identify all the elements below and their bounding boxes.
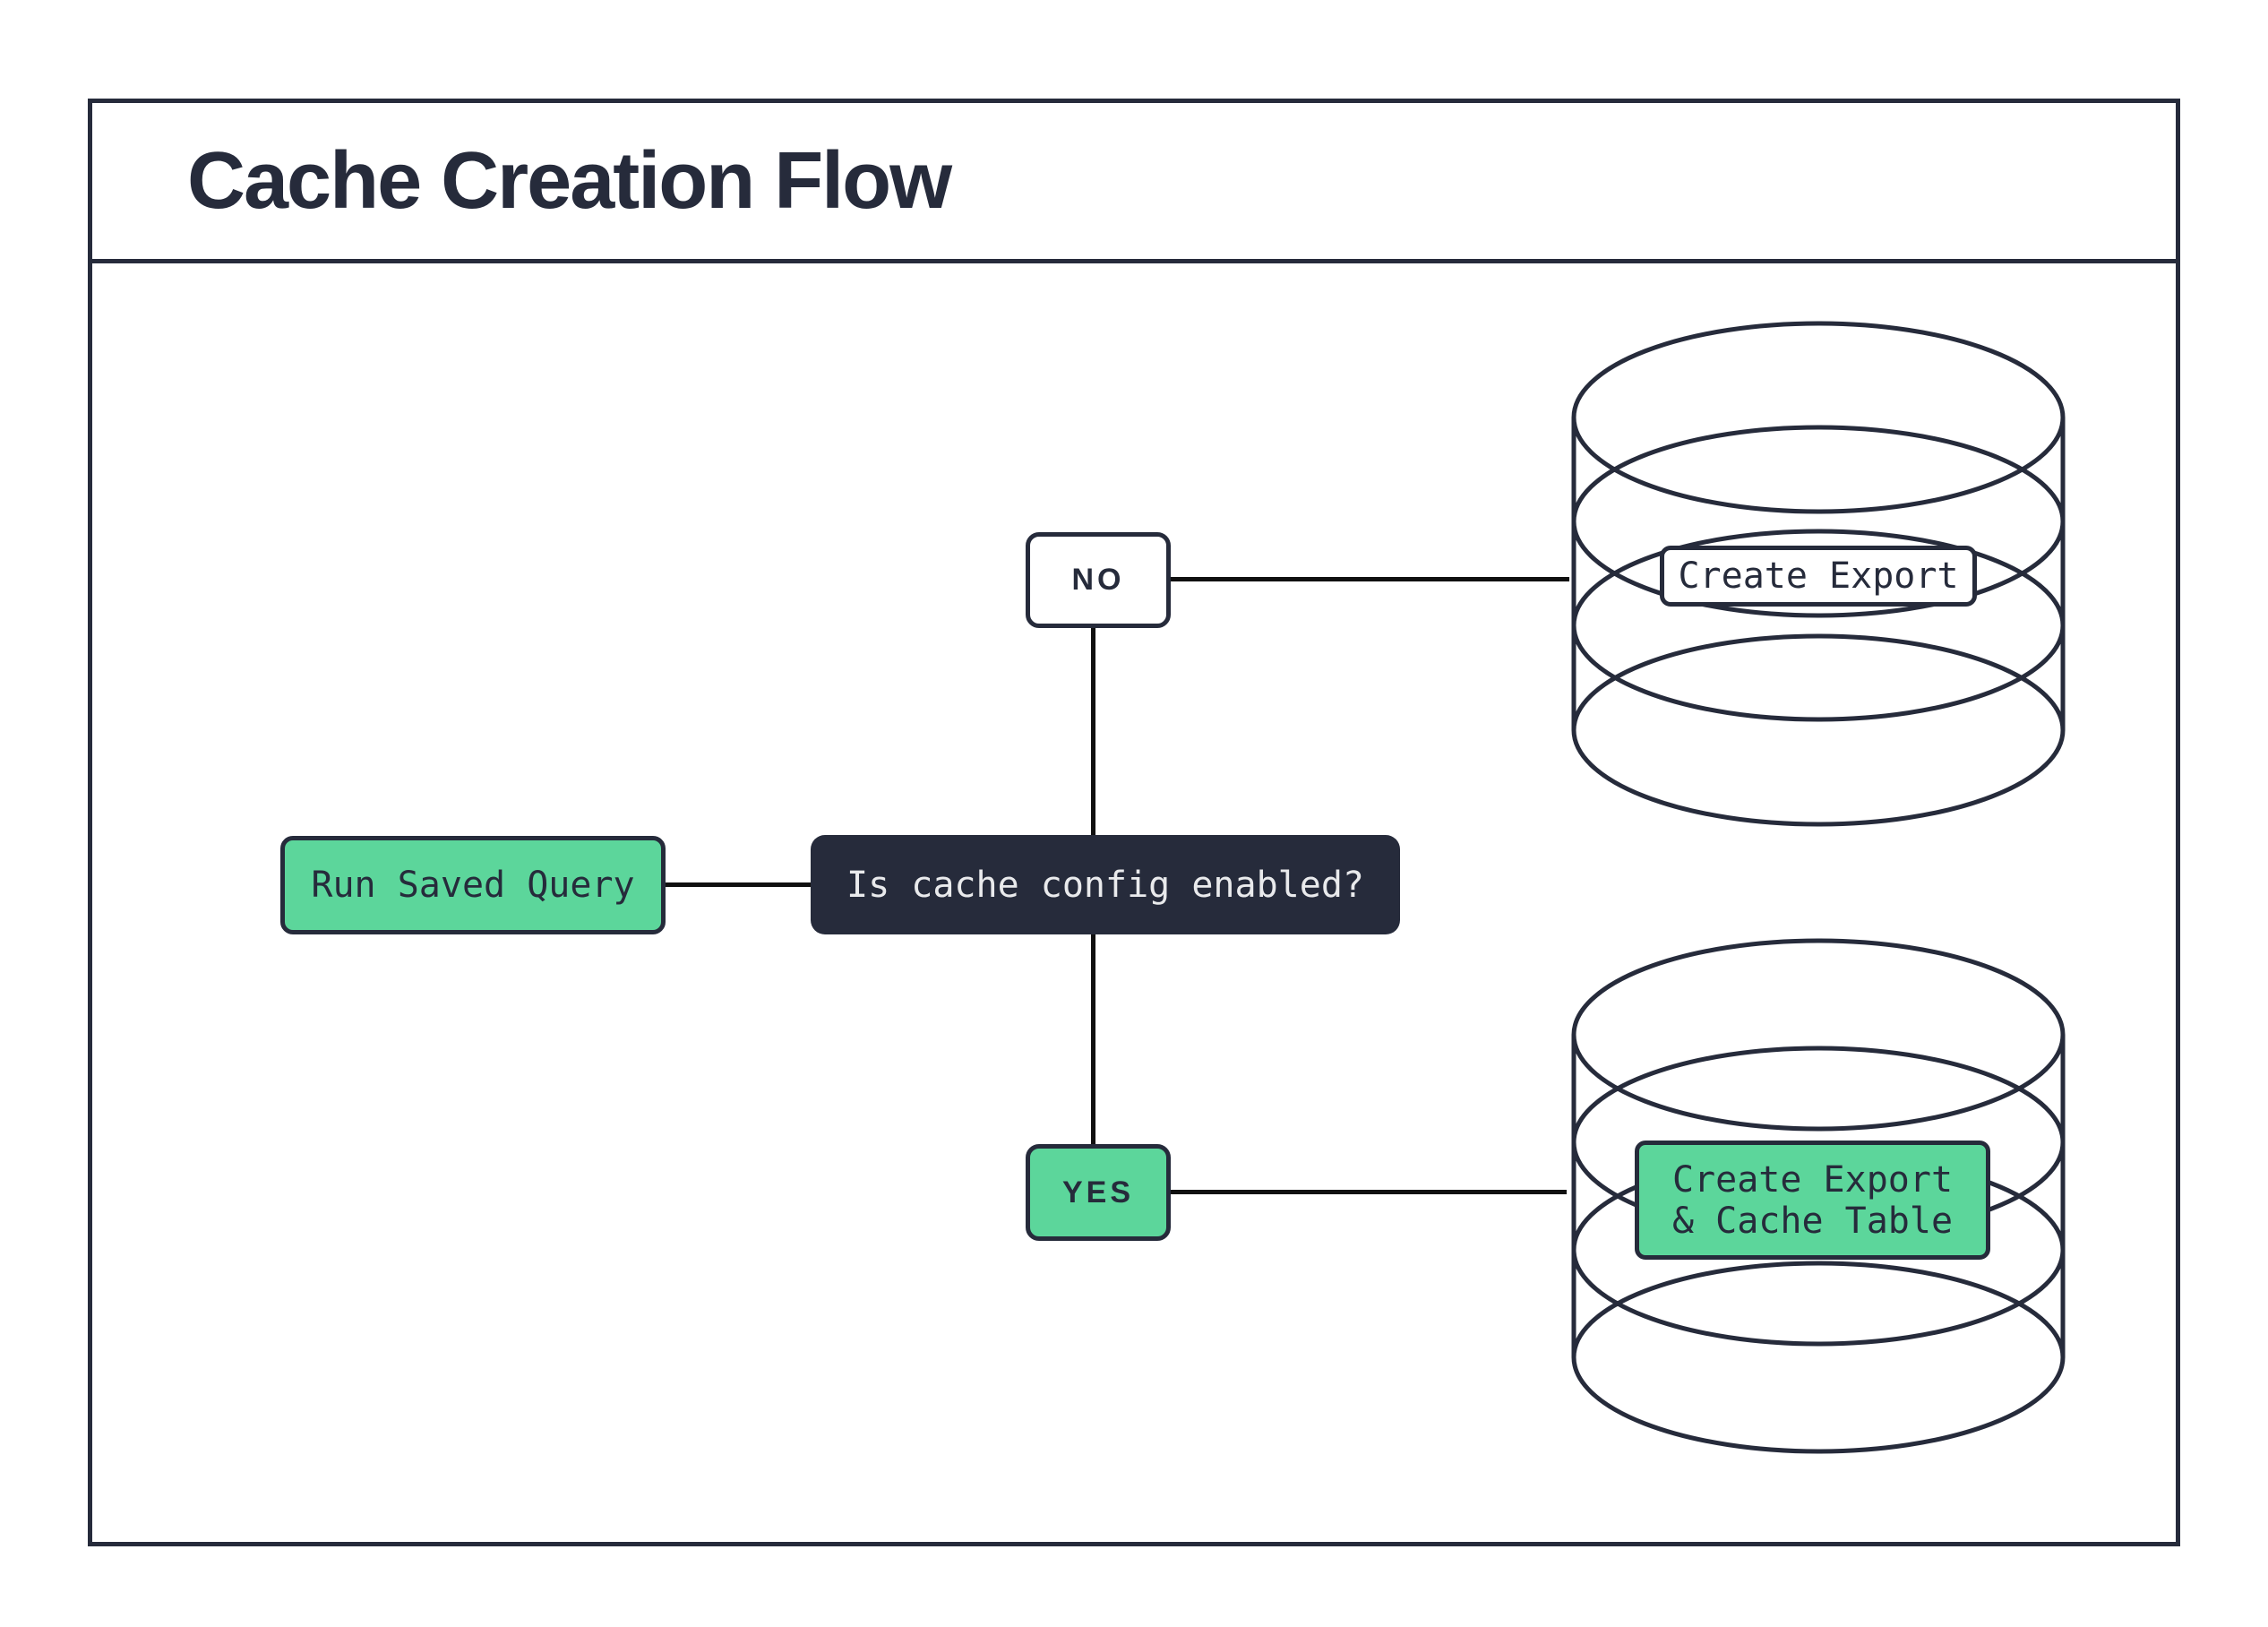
decision-node-cache-config: Is cache config enabled?: [811, 835, 1400, 934]
start-node-label: Run Saved Query: [311, 865, 635, 906]
branch-node-yes: YES: [1026, 1144, 1171, 1241]
branch-node-no: NO: [1026, 532, 1171, 628]
branch-no-label: NO: [1071, 563, 1125, 597]
page-title: Cache Creation Flow: [187, 135, 952, 226]
connector-decision-to-yes: [1091, 934, 1095, 1144]
connector-start-to-decision: [666, 882, 811, 887]
start-node-run-saved-query: Run Saved Query: [280, 836, 666, 934]
result-yes-label-line1: Create Export: [1671, 1158, 1954, 1201]
result-no-label: Create Export: [1678, 555, 1959, 597]
title-bar: Cache Creation Flow: [88, 99, 2180, 263]
connector-decision-to-no: [1091, 628, 1095, 835]
result-yes-label-line2: & Cache Table: [1671, 1200, 1954, 1242]
connector-no-to-database: [1171, 577, 1569, 581]
decision-node-label: Is cache config enabled?: [846, 864, 1364, 906]
database-cylinder-icon: [1571, 321, 2066, 827]
result-node-create-export: Create Export: [1660, 546, 1977, 607]
connector-yes-to-database: [1171, 1190, 1567, 1194]
branch-yes-label: YES: [1061, 1175, 1135, 1209]
result-node-create-export-cache-table: Create Export & Cache Table: [1635, 1141, 1990, 1260]
